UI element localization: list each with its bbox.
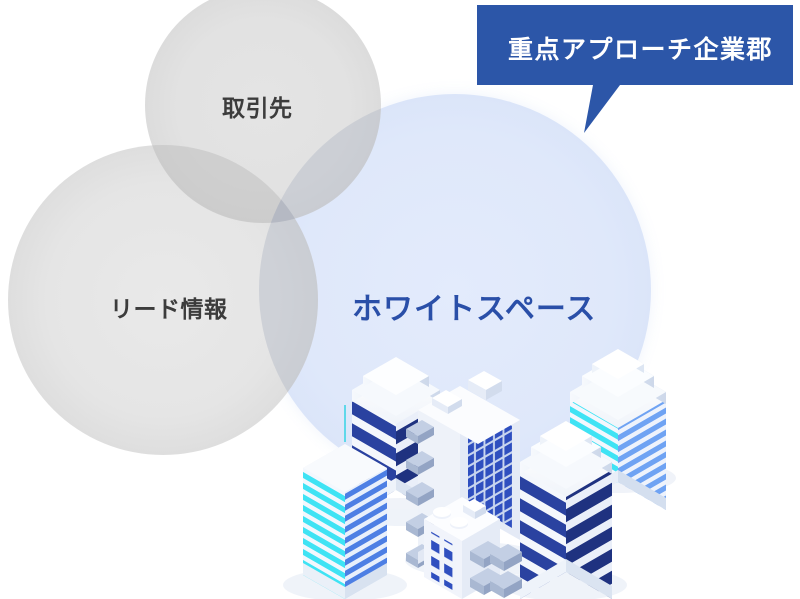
circle-label-white-space: ホワイトスペース [352, 293, 597, 326]
building-spire-tower-left [303, 405, 387, 599]
callout-label-text: 重点アプローチ企業郡 [508, 36, 774, 64]
building-small-block-front-center [424, 497, 522, 599]
circle-label-torihikisaki: 取引先 [222, 95, 293, 121]
front-block-balconies-extra [490, 544, 522, 598]
building-chevron-tower-right [520, 421, 612, 599]
circle-label-lead-joho: リード情報 [110, 296, 228, 322]
callout-bubble-shape[interactable] [477, 5, 793, 133]
circle-lead-joho [8, 145, 318, 455]
